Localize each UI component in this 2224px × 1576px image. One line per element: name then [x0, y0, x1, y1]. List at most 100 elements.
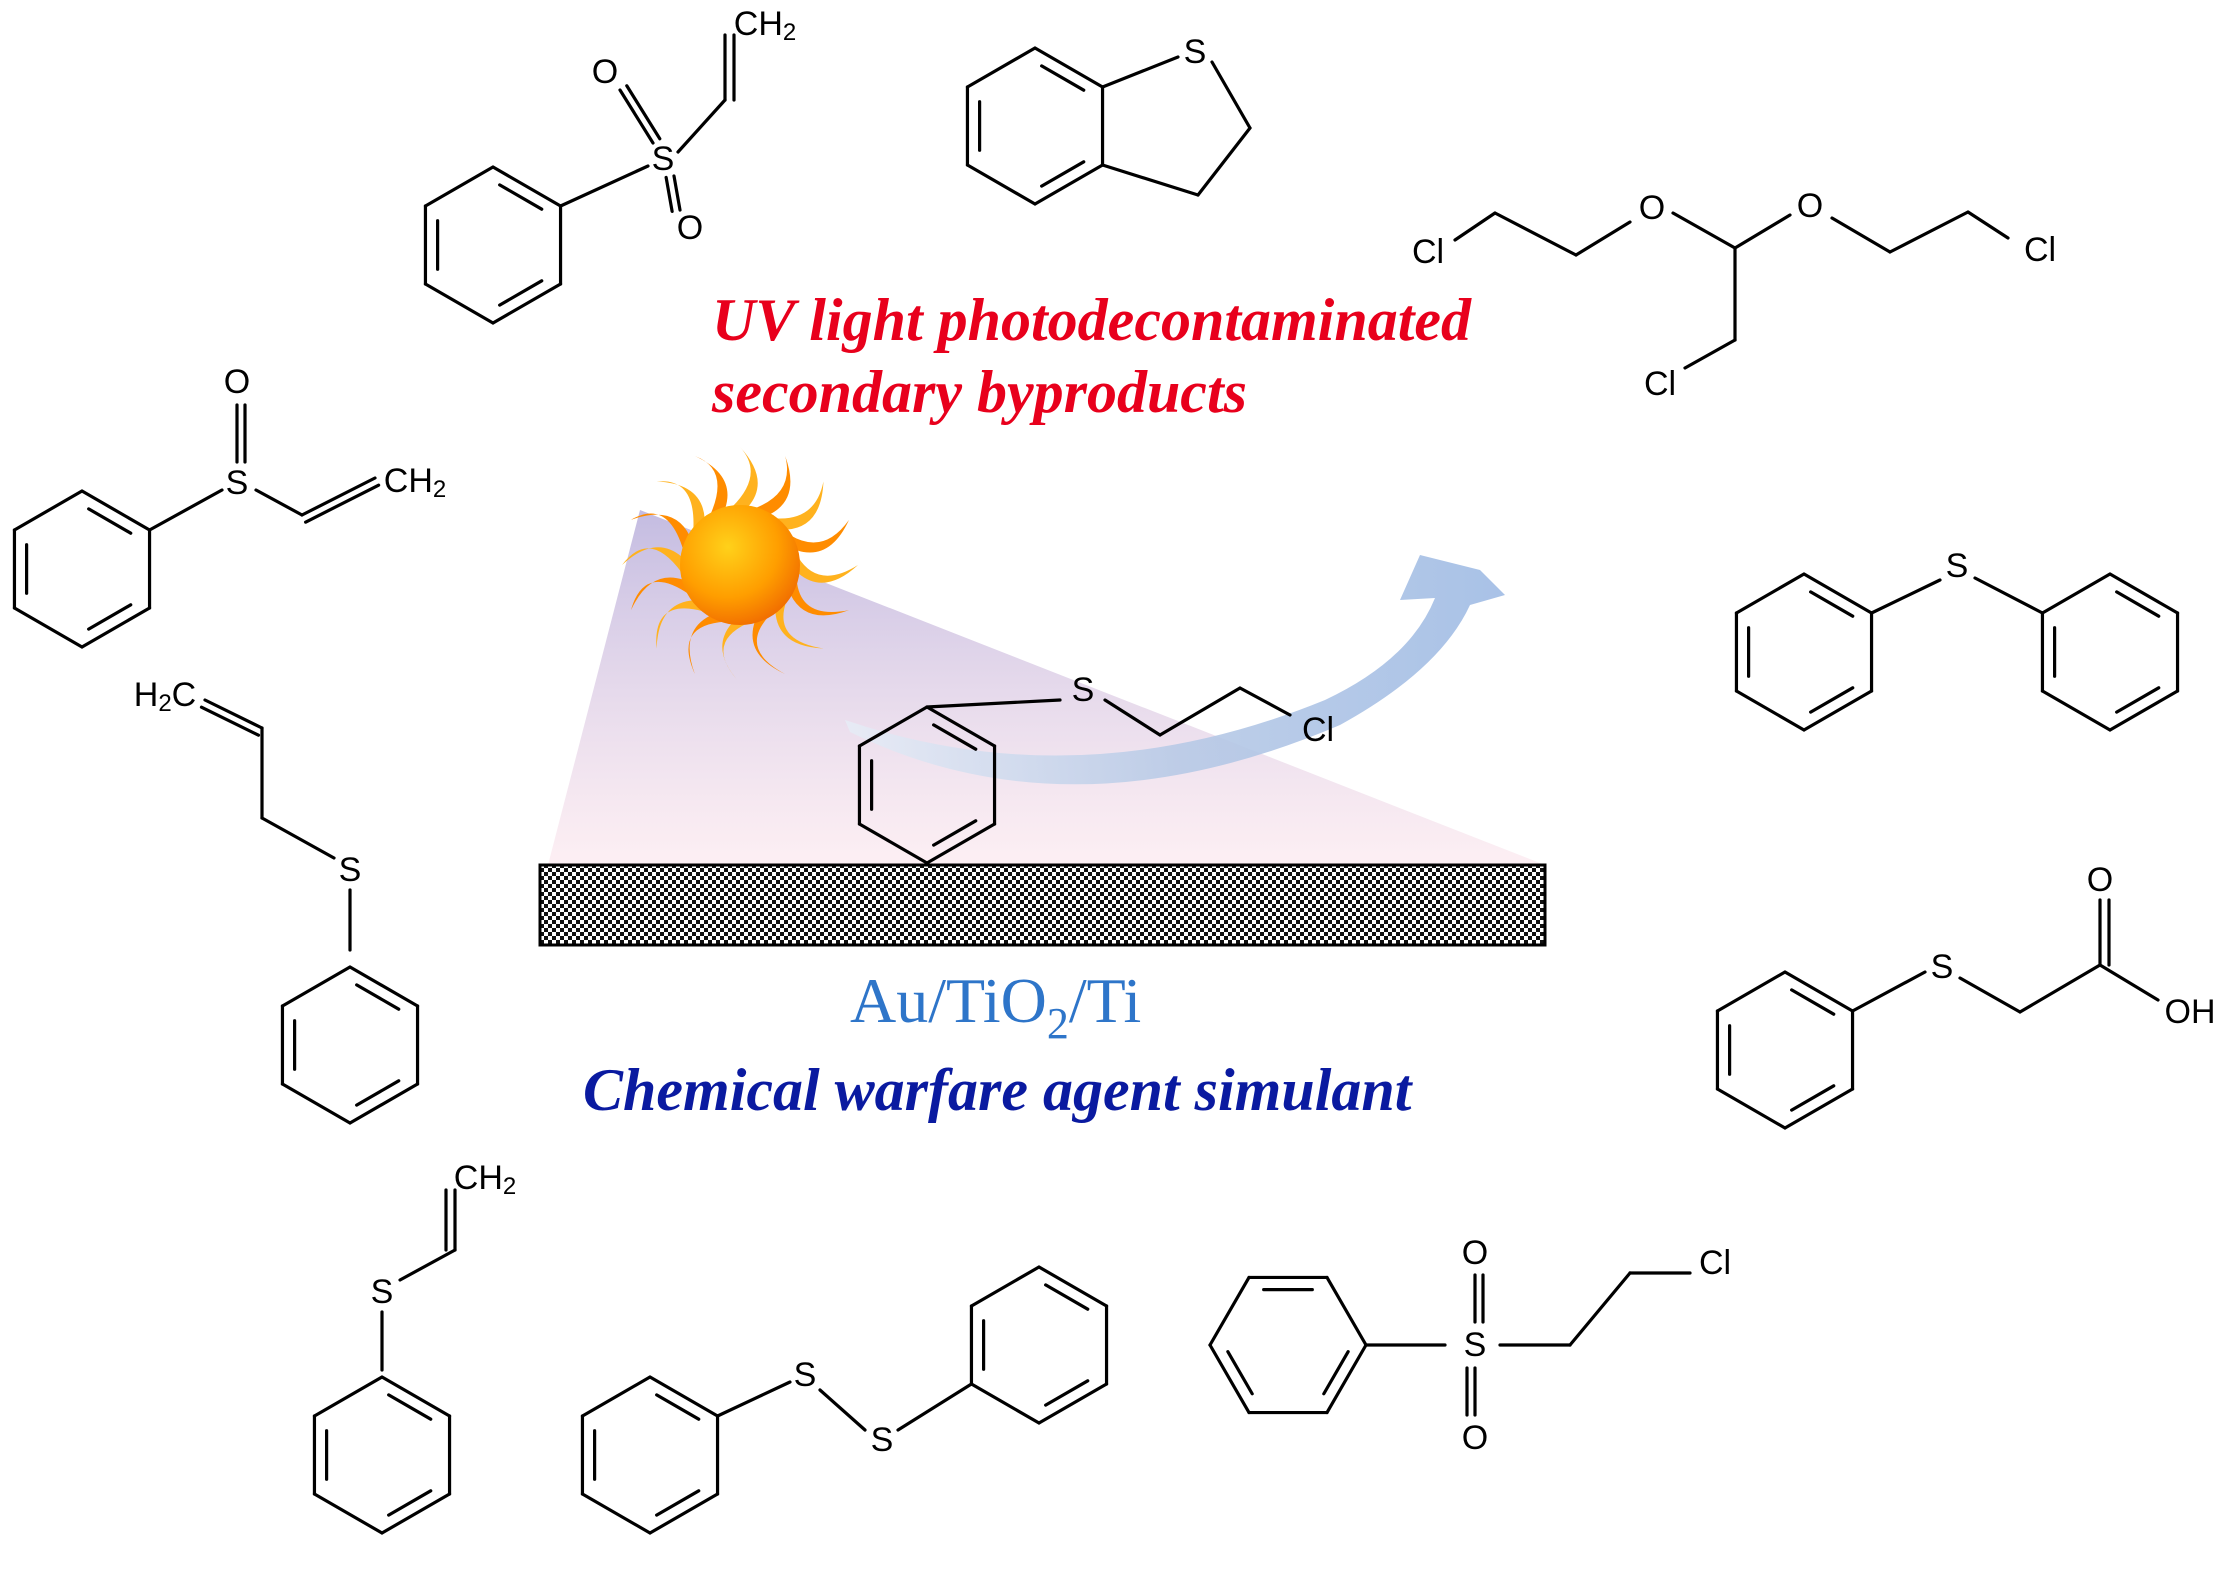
- bond: [498, 279, 544, 307]
- bond: [491, 282, 563, 325]
- bond: [1325, 1343, 1368, 1415]
- sun-disc: [680, 505, 800, 625]
- bond: [423, 282, 495, 325]
- bond: [618, 88, 655, 145]
- atom-label: O: [677, 209, 703, 247]
- atom-label: S: [1946, 547, 1969, 585]
- sun-ray: [790, 519, 850, 553]
- atom-label: O: [2087, 861, 2113, 899]
- bond: [969, 1382, 1041, 1425]
- molecule-simulant-chloroethyl-phenyl-sulfide: SCl: [857, 671, 1334, 865]
- bond: [1568, 1271, 1632, 1347]
- bond: [1574, 220, 1632, 257]
- bond: [498, 183, 544, 211]
- molecule-diphenyl-disulfide: SS: [580, 1265, 1109, 1535]
- atom-label: S: [339, 851, 362, 889]
- sun-ray: [775, 481, 824, 530]
- bond: [1158, 686, 1242, 737]
- bond: [260, 816, 336, 860]
- atom-label: S: [1464, 1326, 1487, 1364]
- bond: [925, 698, 1062, 709]
- atom-label: Cl: [1412, 233, 1444, 271]
- bond: [1208, 1275, 1251, 1347]
- bond: [300, 476, 377, 517]
- bond: [80, 606, 152, 649]
- atom-label: S: [794, 1356, 817, 1394]
- bond: [87, 507, 133, 535]
- atom-label: H2C: [134, 676, 196, 717]
- bond: [1869, 578, 1942, 615]
- bond: [672, 174, 682, 212]
- bond: [925, 822, 997, 865]
- bond: [1453, 211, 1497, 242]
- bond: [648, 1375, 720, 1418]
- bond: [2098, 963, 2160, 1002]
- bond: [2108, 572, 2180, 615]
- bond: [655, 1393, 701, 1421]
- bond: [1238, 686, 1292, 717]
- bond: [1809, 590, 1855, 618]
- bond: [1809, 686, 1855, 714]
- bond: [1888, 210, 1970, 254]
- bond: [1037, 1382, 1109, 1425]
- bond: [925, 705, 997, 748]
- bond: [2018, 963, 2102, 1014]
- atom-label: Cl: [2024, 231, 2056, 269]
- atom-label: O: [1639, 189, 1665, 227]
- bond: [1322, 1350, 1350, 1396]
- molecule-dihydrobenzothiophene: S: [965, 33, 1252, 206]
- bond: [2115, 686, 2161, 714]
- sun-ray: [622, 547, 682, 573]
- sun-ray: [775, 600, 824, 649]
- bond: [1210, 60, 1252, 130]
- bond: [87, 603, 133, 631]
- bond: [1715, 1087, 1787, 1130]
- headline-line2: secondary byproducts: [711, 359, 1247, 425]
- atom-label: CH2: [734, 5, 796, 46]
- catalyst-label: Au/TiO2/Ti: [850, 965, 1141, 1048]
- atom-label: S: [1931, 948, 1954, 986]
- sun-ray: [694, 455, 728, 515]
- atom-label: O: [1462, 1234, 1488, 1272]
- bond: [280, 1082, 352, 1125]
- bond: [1966, 210, 2010, 240]
- bond: [1783, 1087, 1855, 1130]
- bond: [147, 488, 224, 532]
- bond: [380, 1492, 452, 1535]
- sun-ray: [798, 557, 858, 583]
- bond: [1850, 970, 1927, 1013]
- bond: [80, 489, 152, 532]
- bond: [1958, 976, 2022, 1014]
- atom-label: S: [1072, 671, 1095, 709]
- bond: [355, 983, 401, 1011]
- bond: [348, 965, 420, 1008]
- bond: [387, 1489, 433, 1517]
- bond: [1715, 970, 1787, 1013]
- bond: [932, 819, 978, 847]
- headline-line1: UV light photodecontaminated: [712, 287, 1472, 353]
- bond: [896, 1382, 974, 1432]
- bond: [648, 1492, 720, 1535]
- atom-label: S: [652, 140, 675, 178]
- sun-ray: [754, 455, 791, 515]
- bond: [1044, 1379, 1090, 1407]
- bond: [857, 705, 929, 748]
- atom-label: OH: [2165, 993, 2216, 1031]
- bond: [1493, 211, 1578, 257]
- bond: [2115, 590, 2161, 618]
- simulant-caption: Chemical warfare agent simulant: [583, 1057, 1414, 1123]
- bond: [857, 822, 929, 865]
- bond: [312, 1375, 384, 1418]
- bond: [387, 1393, 433, 1421]
- bond: [254, 488, 304, 517]
- bond: [199, 705, 261, 737]
- bond: [1040, 64, 1086, 92]
- bond: [1033, 163, 1105, 206]
- bond: [280, 965, 352, 1008]
- bond: [969, 1265, 1041, 1308]
- bond: [1100, 55, 1180, 89]
- bond: [203, 698, 264, 730]
